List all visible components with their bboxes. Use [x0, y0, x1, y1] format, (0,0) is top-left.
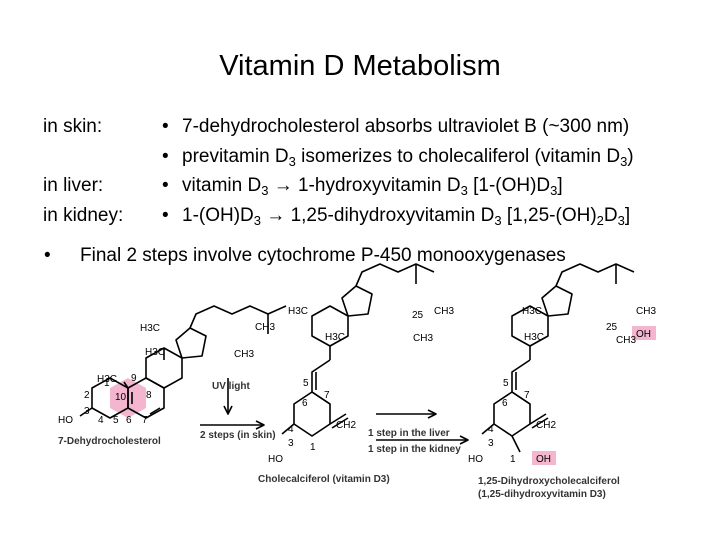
- ring-number: 5: [113, 415, 119, 426]
- ring-number: 1: [510, 454, 516, 465]
- bullet-marker: •: [162, 175, 169, 196]
- ring-number: 10: [115, 392, 127, 403]
- group-label: CH3: [616, 335, 636, 346]
- ring-number: 6: [302, 398, 308, 409]
- group-label: HO: [58, 415, 73, 426]
- ring-number: 6: [502, 398, 508, 409]
- group-label: OH: [536, 454, 551, 465]
- group-label: H3C: [145, 347, 165, 358]
- label-in-kidney: in kidney:: [43, 205, 124, 226]
- ring-number: 5: [503, 378, 509, 389]
- ring-number: 7: [142, 415, 148, 426]
- bullet-marker: •: [44, 245, 51, 266]
- label-in-skin: in skin:: [43, 116, 103, 137]
- dihydroxy-alt-name: (1,25-dihydroxyvitamin D3): [478, 489, 606, 500]
- cholecalciferol-name: Cholecalciferol (vitamin D3): [258, 474, 390, 485]
- ring-number: 2: [84, 390, 90, 401]
- ring-number: 1: [310, 442, 316, 453]
- kidney-step-label: 1 step in the kidney: [368, 444, 461, 455]
- group-label: H3C: [97, 374, 117, 385]
- label-in-liver: in liver:: [43, 175, 104, 196]
- bullet-marker: •: [162, 116, 169, 137]
- dehydrocholesterol-name: 7-Dehydrocholesterol: [58, 436, 161, 447]
- group-label: H3C: [140, 323, 160, 334]
- ring-number: 4: [288, 424, 294, 435]
- ring-number: 6: [126, 415, 132, 426]
- ring-number: 4: [488, 424, 494, 435]
- oh-25-highlight: [632, 326, 656, 340]
- ring-number: 3: [488, 438, 494, 449]
- ring-number: 9: [131, 373, 137, 384]
- final-bullet-text: Final 2 steps involve cytochrome P-450 m…: [80, 245, 566, 266]
- liver-step-label: 1 step in the liver: [368, 428, 450, 439]
- ring-number: 7: [324, 390, 330, 401]
- bullet-marker: •: [162, 146, 169, 167]
- dihydroxy-name: 1,25-Dihydroxycholecalciferol: [478, 476, 620, 487]
- group-label: HO: [468, 454, 483, 465]
- group-label: H3C: [288, 306, 308, 317]
- skin-step-label: 2 steps (in skin): [200, 430, 276, 441]
- group-label: H3C: [524, 332, 544, 343]
- slide-title: Vitamin D Metabolism: [219, 50, 501, 82]
- dehydrocholesterol-structure: [79, 305, 287, 419]
- ring-number: 3: [84, 406, 90, 417]
- ring-number: 7: [524, 390, 530, 401]
- group-label: CH3: [434, 306, 454, 317]
- group-label: H3C: [325, 332, 345, 343]
- group-label: CH3: [234, 349, 254, 360]
- group-label: 25: [606, 322, 618, 333]
- group-label: CH2: [536, 420, 556, 431]
- dihydroxycholecalciferol-structure: [481, 263, 635, 453]
- ring-number: 5: [303, 378, 309, 389]
- bullet-text: 7-dehydrocholesterol absorbs ultraviolet…: [182, 116, 630, 137]
- group-label: 25: [412, 310, 424, 321]
- group-label: H3C: [522, 306, 542, 317]
- group-label: CH3: [255, 322, 275, 333]
- bullet-marker: •: [162, 205, 169, 226]
- group-label: HO: [268, 454, 283, 465]
- bullet-text: previtamin D3 isomerizes to cholecalifer…: [182, 146, 634, 169]
- ring-number: 3: [288, 438, 294, 449]
- bullet-text: 1-(OH)D3 → 1,25-dihydroxyvitamin D3 [1,2…: [182, 205, 631, 228]
- cholecalciferol-structure: [281, 263, 435, 437]
- uv-light-label: UV light: [212, 381, 250, 392]
- bullet-text: vitamin D3 → 1-hydroxyvitamin D3 [1-(OH)…: [182, 175, 563, 198]
- group-label: CH3: [413, 333, 433, 344]
- group-label: CH3: [636, 306, 656, 317]
- group-label: CH2: [336, 420, 356, 431]
- group-label: OH: [636, 329, 651, 340]
- ring-number: 8: [146, 390, 152, 401]
- ring-number: 4: [98, 415, 104, 426]
- oh-1-highlight: [532, 451, 556, 465]
- ring-number: 1: [104, 378, 110, 389]
